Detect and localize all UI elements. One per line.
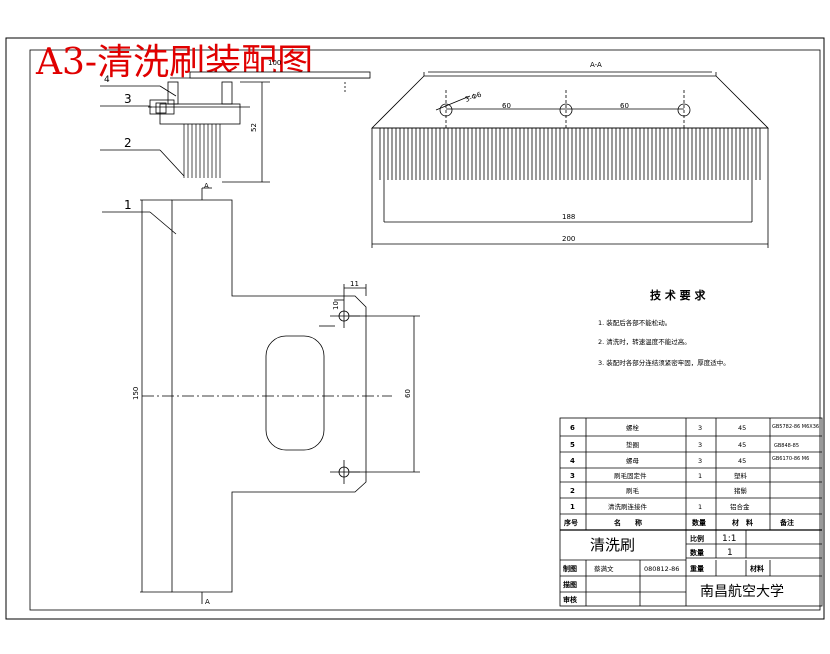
bristle-array [379, 128, 761, 180]
row-material: 塑料 [734, 471, 748, 480]
row-no: 4 [570, 457, 575, 465]
row-qty: 1 [698, 472, 702, 480]
tech-item-1: 1. 装配后各部不能松动。 [598, 318, 671, 327]
draw-label: 制图 [563, 564, 577, 573]
row-no: 3 [570, 472, 575, 480]
qty-value: 1 [727, 548, 733, 558]
row-std: GB5782-86 M6X36 [772, 424, 819, 430]
header-no: 序号 [563, 518, 578, 527]
dim-52-label: 52 [250, 123, 258, 132]
parts-header-row: 序号 名 称 数量 材 料 备注 [563, 518, 794, 527]
dim-10-label: 10 [332, 301, 340, 310]
draft-label: 描图 [563, 580, 577, 589]
row-material: 猪鬃 [734, 486, 748, 495]
row-material: 铝合金 [730, 502, 750, 511]
outer-border [5, 37, 825, 620]
header-name: 名 称 [614, 518, 642, 527]
row-no: 5 [570, 441, 575, 449]
parts-row-5: 5 垫圈 3 45 GB848-85 [570, 440, 799, 449]
row-material: 45 [738, 424, 746, 432]
school-name: 南昌航空大学 [700, 584, 784, 600]
row-qty: 1 [698, 503, 702, 511]
review-label: 审核 [563, 595, 577, 604]
tech-item-2: 2. 清洗时，转速温度不能过高。 [598, 337, 691, 346]
row-qty: 3 [698, 457, 702, 465]
drafter-name: 蔡满文 [594, 564, 614, 573]
parts-row-4: 4 螺母 3 45 GB6170-86 M6 [570, 456, 809, 465]
inner-frame [29, 49, 821, 611]
parts-row-3: 3 刷毛固定件 1 塑料 [570, 471, 748, 480]
scale-value: 1:1 [722, 534, 736, 544]
section-label: A-A [590, 61, 602, 69]
row-name: 刷毛 [626, 486, 640, 495]
callout-3: 3 [124, 92, 132, 106]
tech-heading: 技 术 要 求 [650, 288, 706, 302]
dim-188-label: 188 [562, 213, 575, 221]
view-arrow-label-top: A [204, 182, 209, 190]
parts-table-grid [559, 417, 823, 607]
header-remark: 备注 [779, 518, 794, 527]
row-no: 1 [570, 503, 575, 511]
dim-pitch-right: 60 [620, 102, 629, 110]
row-material: 45 [738, 457, 746, 465]
row-qty: 3 [698, 441, 702, 449]
row-qty: 3 [698, 424, 702, 432]
parts-row-6: 6 螺栓 3 45 GB5782-86 M6X36 [570, 423, 819, 432]
row-name: 刷毛固定件 [614, 471, 647, 480]
qty-label: 数量 [690, 548, 704, 557]
row-name: 清洗刷连接件 [608, 502, 648, 511]
callout-4: 4 [104, 75, 110, 85]
parts-row-1: 1 清洗刷连接件 1 铝合金 [570, 502, 750, 511]
header-qty: 数量 [692, 518, 706, 527]
weight-label: 重量 [690, 564, 704, 573]
row-name: 螺栓 [626, 423, 640, 432]
row-std: GB848-85 [774, 443, 799, 449]
row-material: 45 [738, 441, 746, 449]
dim-11-label: 11 [350, 280, 359, 288]
material-label: 材料 [749, 564, 764, 573]
callout-2: 2 [124, 136, 132, 150]
dim-pitch-left: 60 [502, 102, 511, 110]
parts-row-2: 2 刷毛 猪鬃 [570, 486, 748, 495]
scale-label: 比例 [690, 534, 704, 543]
dim-60-slot-label: 60 [404, 389, 412, 398]
drawing-number: 080812-86 [644, 565, 679, 573]
drawing-name: 清洗刷 [590, 536, 635, 554]
front-view [102, 199, 420, 604]
dim-200-label: 200 [562, 235, 575, 243]
row-std: GB6170-86 M6 [772, 456, 809, 462]
tech-item-3: 3. 装配时各部分连结须紧密牢固，厚度适中。 [598, 358, 730, 367]
side-view [100, 71, 371, 200]
dim-hole-spec: 3-Φ6 [464, 90, 483, 103]
view-arrow-label-bottom: A [205, 598, 210, 606]
header-material: 材 料 [731, 518, 753, 527]
section-view [371, 71, 769, 248]
row-name: 垫圈 [626, 440, 639, 449]
row-name: 螺母 [626, 456, 640, 465]
dim-150-label: 150 [132, 387, 140, 400]
callout-1: 1 [124, 198, 132, 212]
dim-100-label: 100 [268, 59, 281, 67]
row-no: 6 [570, 424, 575, 432]
row-no: 2 [570, 487, 575, 495]
